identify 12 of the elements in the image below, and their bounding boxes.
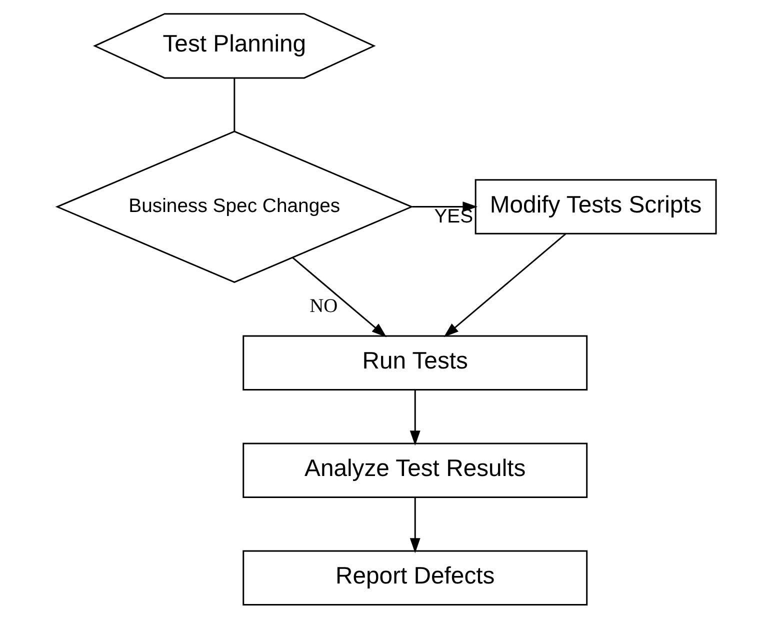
connector: [234, 78, 236, 132]
arrow: [444, 233, 566, 338]
node-box: Report Defects: [242, 550, 588, 606]
node-box: Modify Tests Scripts: [474, 179, 717, 234]
arrow: [410, 390, 420, 446]
arrow: [410, 498, 420, 554]
arrow: [292, 257, 387, 338]
edge-label: NO: [310, 296, 338, 318]
arrow: [412, 202, 478, 212]
node-diamond: Business Spec Changes: [55, 130, 414, 284]
node-box: Analyze Test Results: [242, 442, 588, 498]
node-box: Run Tests: [242, 335, 588, 390]
